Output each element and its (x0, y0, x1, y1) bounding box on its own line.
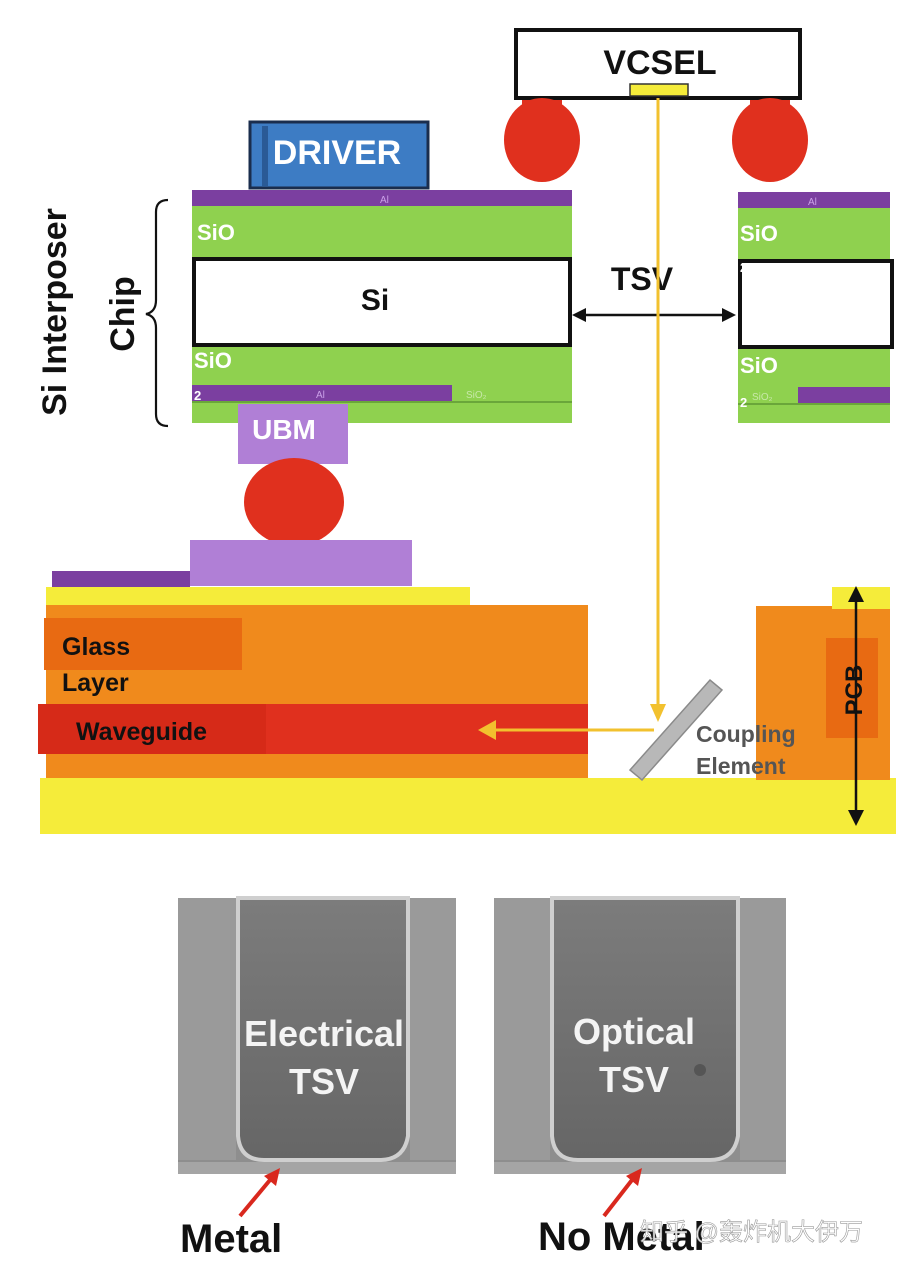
interposer-left-stack (192, 190, 572, 423)
ubm-label: UBM (252, 414, 316, 445)
sio-right-top-label: SiO (740, 221, 778, 246)
sio-right-bottom-sub: 2 (740, 395, 747, 410)
pcb-thickness-arrow (848, 586, 864, 826)
sio-left-top-label: SiO (197, 220, 235, 245)
chip-bracket (145, 198, 169, 428)
tsv-label: TSV (611, 261, 674, 297)
optical-beam-vertical (650, 98, 666, 722)
sem-electrical-tsv (178, 896, 456, 1174)
optical-tsv-label-2: TSV (599, 1059, 669, 1100)
metal-label: Metal (180, 1217, 282, 1261)
no-metal-label: No Metal (538, 1215, 705, 1259)
al-label-left-bottom: Al (316, 390, 325, 401)
driver-chip (248, 120, 430, 190)
sio-left-top-sub: 2 (197, 258, 204, 273)
sio-left-bottom-sub: 2 (194, 388, 201, 403)
pcb-pad (52, 540, 412, 587)
glass-layer-label-2: Layer (62, 669, 129, 697)
sio-left-bottom-label: SiO (194, 348, 232, 373)
optical-tsv-label-1: Optical (573, 1011, 695, 1052)
optical-beam-horizontal (478, 720, 654, 740)
chip-label: Chip (104, 276, 142, 352)
electrical-tsv-label-2: TSV (289, 1061, 359, 1102)
vcsel-chip (514, 28, 802, 100)
sio-right-bottom-label: SiO (740, 353, 778, 378)
vcsel-label: VCSEL (603, 44, 716, 82)
tsv-width-arrow (572, 308, 736, 322)
electrical-tsv-label-1: Electrical (244, 1013, 404, 1054)
pcb-label: PCB (841, 665, 868, 716)
ubm-pad (238, 404, 348, 464)
glass-layer-label-1: Glass (62, 633, 130, 661)
no-metal-pointer-arrow (602, 1168, 642, 1218)
coupling-element (628, 678, 724, 782)
sio2-small-right: SiO₂ (752, 392, 773, 403)
sio2-small-left: SiO₂ (466, 390, 487, 401)
al-label-left-top: Al (380, 195, 389, 206)
metal-pointer-arrow (238, 1168, 280, 1218)
si-label: Si (361, 284, 389, 317)
bottom-solder-bump (244, 458, 344, 546)
si-interposer-label: Si Interposer (36, 208, 74, 416)
sio-right-top-sub: 2 (740, 260, 747, 275)
watermark: 知乎 @轰炸机大伊万 (640, 1219, 863, 1246)
waveguide-label: Waveguide (76, 718, 207, 746)
coupling-element-label-2: Element (696, 753, 786, 779)
board-stack (38, 587, 896, 834)
interposer-right-stack (738, 192, 894, 423)
driver-label: DRIVER (273, 134, 401, 172)
sem-optical-tsv (494, 896, 786, 1174)
vcsel-solder-bumps (504, 98, 808, 182)
coupling-element-label-1: Coupling (696, 721, 796, 747)
al-label-right-top: Al (808, 197, 817, 208)
